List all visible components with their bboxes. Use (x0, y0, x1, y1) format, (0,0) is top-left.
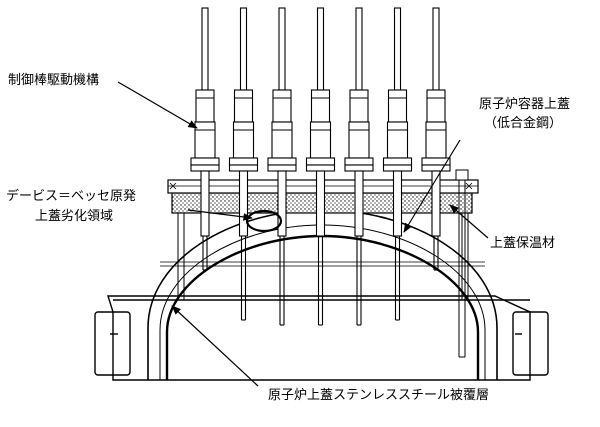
control-rod-drive-mechanism (305, 7, 336, 326)
control-rod-drive-mechanisms (190, 7, 451, 326)
degradation-area-marker (245, 209, 283, 233)
vessel-flange (94, 295, 549, 381)
control-rod-drive-mechanism (228, 7, 259, 321)
label-davis-besse: デービス＝ベッセ原発 (6, 188, 136, 204)
control-rod-drive-mechanism (190, 7, 220, 271)
leader-arrows (117, 81, 489, 387)
label-vessel-head: 原子炉容器上蓋 (479, 96, 570, 112)
control-rod-drive-mechanism (267, 7, 297, 326)
label-control-rod-drive: 制御棒駆動機構 (8, 73, 99, 88)
control-rod-drive-mechanism (421, 7, 451, 271)
label-vessel-head-material: （低合金鋼） (484, 115, 562, 131)
control-rod-drive-mechanism (344, 7, 374, 326)
label-head-insulation: 上蓋保温材 (490, 236, 555, 251)
label-degradation-area: 上蓋劣化領域 (35, 208, 113, 224)
control-rod-drive-mechanism (382, 7, 413, 321)
label-stainless-cladding: 原子炉上蓋ステンレススチール被覆層 (268, 388, 489, 403)
